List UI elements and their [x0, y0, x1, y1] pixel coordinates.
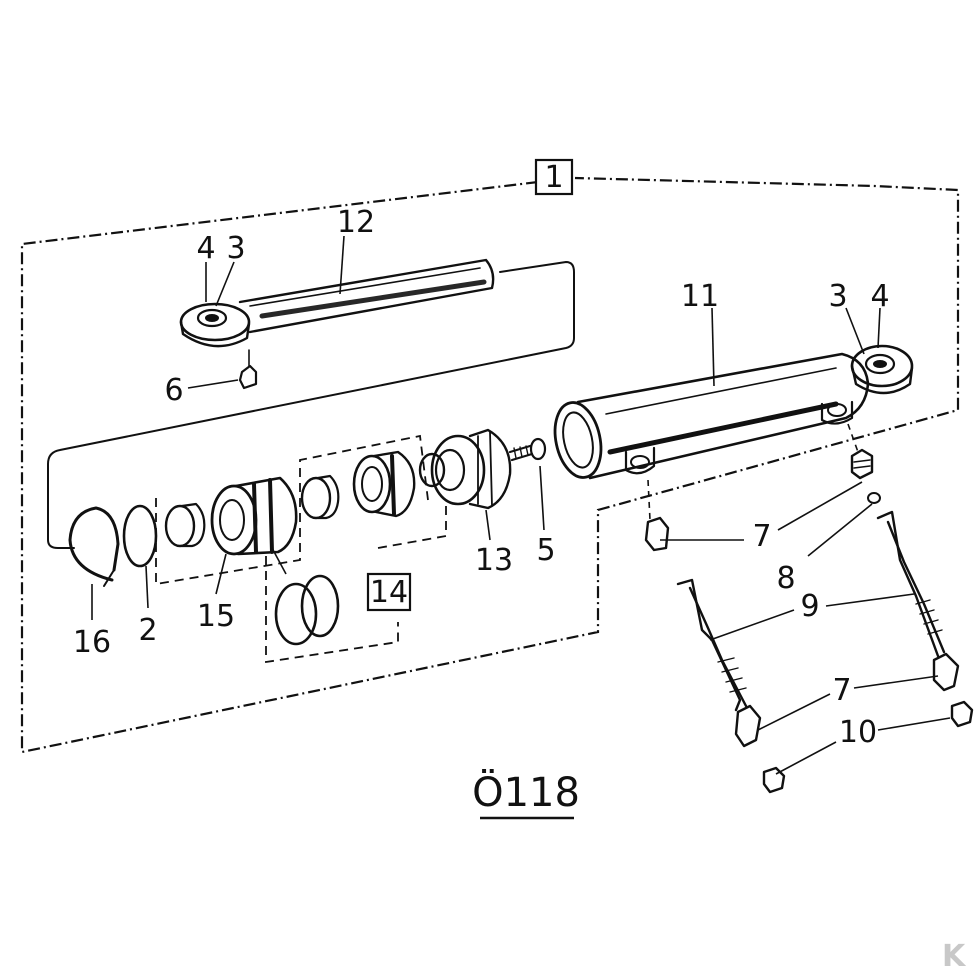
backup-ring	[122, 504, 158, 568]
callout-9: 9	[800, 589, 819, 624]
callout-1: 1	[544, 160, 563, 195]
rod-grease-nipple	[238, 349, 258, 390]
callout-4-tube: 4	[870, 279, 889, 314]
seal-kit-callout: 14	[366, 572, 412, 612]
washer	[867, 492, 881, 504]
hydraulic-hose-left	[676, 578, 762, 748]
drawing-code-text: Ö118	[472, 768, 580, 816]
callout-10: 10	[839, 715, 877, 750]
hose-fitting-left	[644, 516, 670, 552]
hose-fitting-upper-right	[850, 448, 874, 480]
piston-rod	[238, 258, 495, 334]
leader-lines	[91, 235, 951, 775]
seal-kit-bracket	[265, 504, 447, 664]
nut-right	[950, 700, 974, 728]
seal-rings	[274, 574, 340, 646]
callout-3-rod: 3	[226, 231, 245, 266]
screw	[508, 437, 547, 462]
hydraulic-hose-right	[876, 510, 960, 692]
callout-12: 12	[337, 205, 375, 240]
callout-7-upper: 7	[752, 519, 771, 554]
tube-eye	[850, 344, 914, 395]
callout-5: 5	[536, 533, 555, 568]
callout-6: 6	[164, 373, 183, 408]
small-ring	[300, 474, 340, 520]
gland	[430, 428, 512, 510]
snap-ring	[68, 506, 120, 587]
guide-bushing	[352, 450, 416, 518]
watermark-logo: K	[942, 939, 967, 974]
piston-inner-ring	[164, 502, 206, 548]
callout-2: 2	[138, 613, 157, 648]
callout-11: 11	[681, 279, 719, 314]
assembly-callout: 1	[534, 158, 574, 196]
piston	[210, 476, 298, 556]
callout-16: 16	[73, 625, 111, 660]
nut-left	[762, 766, 786, 794]
gland-seal	[418, 452, 446, 488]
callout-7-lower: 7	[832, 673, 851, 708]
callout-3-tube: 3	[828, 279, 847, 314]
piston-group-bracket	[155, 434, 429, 586]
cylinder-tube	[553, 352, 870, 480]
rod-eye	[179, 302, 251, 348]
callout-8: 8	[776, 561, 795, 596]
assembly-boundary	[20, 176, 960, 754]
callout-13: 13	[475, 543, 513, 578]
rod-group-bracket	[47, 261, 575, 549]
drawing-code: Ö118	[472, 768, 580, 820]
callout-4-rod: 4	[196, 231, 215, 266]
callout-15: 15	[197, 599, 235, 634]
callout-14: 14	[370, 575, 408, 610]
